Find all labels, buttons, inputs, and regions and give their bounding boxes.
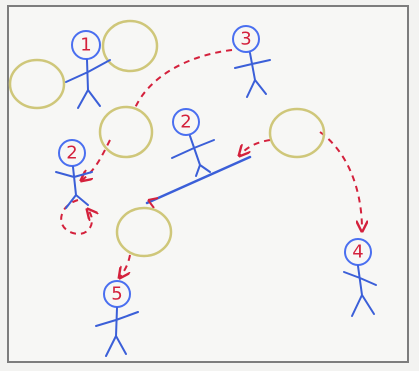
balls [8,19,326,258]
player-2-center: 2 [171,108,215,177]
player-number: 2 [66,143,77,164]
pass-line-ball-to-2 [82,139,111,180]
player-head-icon [58,139,86,167]
stick-figure-icon [171,135,215,177]
player-number: 3 [240,29,251,50]
ball-circle-icon [98,105,154,159]
player-2-left: 2 [55,139,93,209]
player-number: 5 [111,284,122,305]
stick-figure-icon [95,307,139,357]
stick-figure-icon [343,265,377,317]
pass-line-3-to-ball [134,49,233,109]
ball-circle-icon [115,206,173,258]
drill-frame [7,5,409,363]
pass-line-ball-to-2b [240,139,271,155]
ball-circle-icon [101,19,159,73]
player-4: 4 [343,238,377,317]
player-3: 3 [232,25,271,98]
ball-circle-icon [268,107,326,159]
player-head-icon [172,108,200,136]
stick-figure-icon [55,166,93,209]
player-number: 1 [80,35,91,56]
player-number: 4 [352,242,363,263]
player-1: 1 [65,30,111,109]
ball-circle-icon [8,58,66,110]
pass-line-ball-to-5 [120,254,131,277]
player-head-icon [103,280,131,308]
player-5: 5 [95,280,139,357]
pass-line-solid [145,155,252,205]
stick-figure-icon [234,52,271,98]
player-number: 2 [180,112,191,133]
stick-figure-icon [65,59,111,109]
arrow-tip-icon [147,197,159,209]
player-head-icon [71,30,101,60]
pass-line-ball-to-4 [319,131,362,230]
player-head-icon [232,25,260,53]
